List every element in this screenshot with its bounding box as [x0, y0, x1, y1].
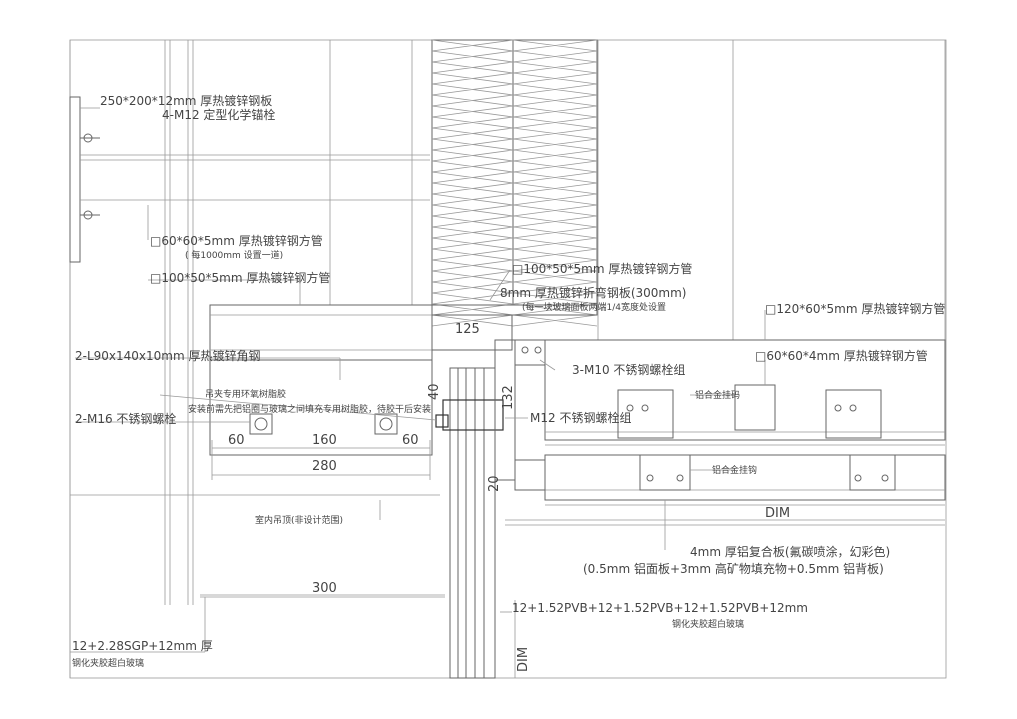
dim-vertical: DIM: [516, 647, 531, 672]
reference-lines: [70, 494, 945, 598]
label-m12-bolts: M12 不锈钢螺栓组: [530, 410, 631, 425]
label-square-tube-100-left: □100*50*5mm 厚热镀锌钢方管: [150, 270, 330, 285]
label-square-tube-60: □60*60*5mm 厚热镀锌钢方管: [150, 233, 323, 248]
dim-60-left: 60: [228, 433, 245, 448]
label-steel-plate: 250*200*12mm 厚热镀锌钢板: [100, 94, 272, 108]
dim-280: 280: [312, 459, 337, 474]
label-square-tube-60-4: □60*60*4mm 厚热镀锌钢方管: [755, 348, 928, 363]
leader-lines: [70, 107, 766, 653]
label-square-tube-120: □120*60*5mm 厚热镀锌钢方管: [765, 301, 945, 316]
label-angle-steel: 2-L90x140x10mm 厚热镀锌角钢: [75, 349, 261, 363]
dim-132: 132: [501, 385, 516, 410]
label-anchor-bolts: 4-M12 定型化学锚栓: [162, 107, 275, 122]
label-panel-layers: (0.5mm 铝面板+3mm 高矿物填充物+0.5mm 铝背板): [583, 561, 884, 576]
label-laminated-glass-type: 钢化夹胶超白玻璃: [672, 618, 744, 630]
dimension-lines: [200, 440, 945, 678]
label-aluminium-hook: 铝合金挂钩: [712, 464, 757, 476]
label-aluminium-panel: 4mm 厚铝复合板(氟碳喷涂，幻彩色): [690, 544, 890, 559]
glass-fin: [435, 367, 504, 679]
label-bent-plate-note: (每一块玻璃面板两端1/4宽度处设置: [522, 301, 666, 313]
label-bent-plate: 8mm 厚热镀锌折弯钢板(300mm): [500, 285, 686, 300]
label-m10-bolts: 3-M10 不锈钢螺栓组: [572, 362, 685, 377]
right-column-grid: [597, 40, 946, 340]
label-aluminium-clip: 铝合金挂码: [695, 389, 740, 401]
label-install-note: 安装前需先把铝圈与玻璃之间填充专用树脂胶，待胶干后安装: [188, 403, 431, 415]
label-m16-bolts: 2-M16 不锈钢螺栓: [75, 411, 176, 426]
dim-40: 40: [427, 383, 442, 400]
annotations: 250*200*12mm 厚热镀锌钢板 4-M12 定型化学锚栓 □60*60*…: [72, 94, 945, 669]
dim-160: 160: [312, 433, 337, 448]
steel-bracket: [431, 314, 546, 481]
m16-bolts: [249, 413, 398, 435]
dim-horizontal: DIM: [765, 506, 790, 521]
label-sgp-glass: 12+2.28SGP+12mm 厚: [72, 639, 213, 653]
insulation-wall: [431, 39, 598, 327]
left-column-grid: [69, 40, 413, 678]
aluminium-clips: [514, 384, 896, 491]
label-square-tube-100-right: □100*50*5mm 厚热镀锌钢方管: [512, 261, 692, 276]
label-laminated-glass: 12+1.52PVB+12+1.52PVB+12+1.52PVB+12mm: [512, 601, 808, 615]
embedded-steel-plate: [69, 96, 430, 263]
dim-125: 125: [455, 322, 480, 337]
dim-60-right: 60: [402, 433, 419, 448]
label-epoxy: 吊夹专用环氧树脂胶: [205, 388, 286, 400]
dimension-values: 60 160 60 280 300 125 40 132 20 DIM DIM: [228, 322, 790, 672]
label-sgp-glass-type: 钢化夹胶超白玻璃: [72, 657, 144, 669]
label-tube-spacing: ( 每1000mm 设置一道): [185, 249, 283, 261]
label-ceiling: 室内吊顶(非设计范围): [255, 514, 343, 526]
dim-20: 20: [487, 475, 502, 492]
dim-300: 300: [312, 581, 337, 596]
